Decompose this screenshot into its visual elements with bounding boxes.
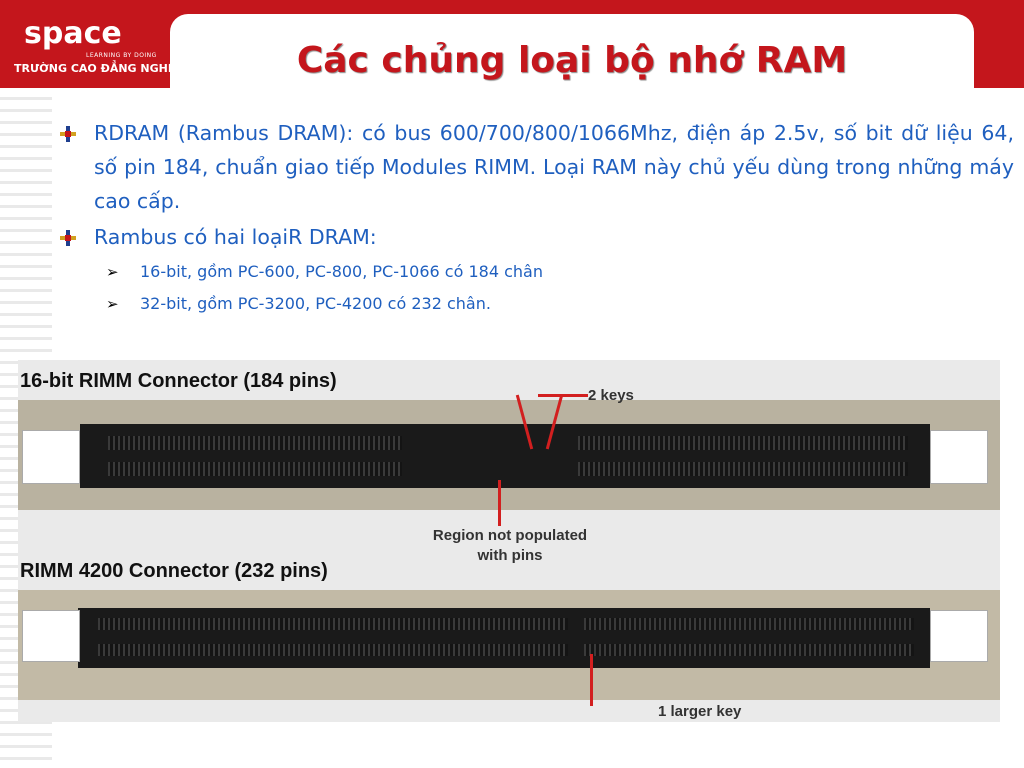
bullet-item: RDRAM (Rambus DRAM): có bus 600/700/800/… xyxy=(60,116,1014,218)
slide-content: RDRAM (Rambus DRAM): có bus 600/700/800/… xyxy=(60,116,1020,320)
region-callout: Region not populated with pins xyxy=(410,526,610,566)
sub-bullet-text: 32-bit, gồm PC-3200, PC-4200 có 232 chân… xyxy=(140,294,491,313)
title-box: Các chủng loại bộ nhớ RAM xyxy=(170,14,974,88)
bullet-icon xyxy=(60,126,76,142)
sub-bullet-text: 16-bit, gồm PC-600, PC-800, PC-1066 có 1… xyxy=(140,262,543,281)
pins-right-top xyxy=(578,436,908,450)
larger-key-arrow xyxy=(590,654,593,706)
pins-right-bottom xyxy=(578,462,908,476)
region-callout-line2: with pins xyxy=(477,547,543,564)
connector-clip-right-32 xyxy=(930,610,988,662)
pins-left-top xyxy=(108,436,402,450)
arrow-bullet-icon: ➢ xyxy=(106,295,119,313)
rimm-connector-photo: 16-bit RIMM Connector (184 pins) 2 keys … xyxy=(18,360,1000,722)
connector-clip-left xyxy=(22,430,80,484)
logo-tagline: LEARNING BY DOING xyxy=(86,52,157,59)
bullet-item: Rambus có hai loạiR DRAM: xyxy=(60,220,1014,254)
region-arrow-line xyxy=(498,480,501,526)
connector-clip-left-32 xyxy=(22,610,80,662)
region-callout-line1: Region not populated xyxy=(432,527,588,544)
logo-school-name: TRƯỜNG CAO ĐẲNG NGHỀ xyxy=(14,62,176,75)
slide-title: Các chủng loại bộ nhớ RAM xyxy=(296,40,848,81)
connector2-label: RIMM 4200 Connector (232 pins) xyxy=(20,560,328,582)
connector-16bit-slot xyxy=(80,424,930,488)
pins-left-bottom xyxy=(108,462,402,476)
pins-right-bottom-32 xyxy=(584,644,914,656)
connector-clip-right xyxy=(930,430,988,484)
logo-wordmark: space xyxy=(24,16,122,51)
larger-key-callout: 1 larger key xyxy=(658,703,742,720)
motherboard-16bit xyxy=(18,400,1000,510)
space-logo: space LEARNING BY DOING TRƯỜNG CAO ĐẲNG … xyxy=(2,2,175,86)
pins-right-top-32 xyxy=(584,618,914,630)
pins-left-bottom-32 xyxy=(98,644,568,656)
bullet-text: Rambus có hai loạiR DRAM: xyxy=(94,225,377,249)
slide-header: space LEARNING BY DOING TRƯỜNG CAO ĐẲNG … xyxy=(0,0,1024,88)
connector1-label: 16-bit RIMM Connector (184 pins) xyxy=(20,370,337,392)
motherboard-32bit xyxy=(18,590,1000,700)
arrow-bullet-icon: ➢ xyxy=(106,263,119,281)
bullet-icon xyxy=(60,230,76,246)
connector-32bit-slot xyxy=(78,608,930,668)
keys-callout: 2 keys xyxy=(588,387,634,404)
sub-bullet-item: ➢ 16-bit, gồm PC-600, PC-800, PC-1066 có… xyxy=(60,256,1020,288)
pins-left-top-32 xyxy=(98,618,568,630)
sub-bullet-item: ➢ 32-bit, gồm PC-3200, PC-4200 có 232 ch… xyxy=(60,288,1020,320)
bullet-text: RDRAM (Rambus DRAM): có bus 600/700/800/… xyxy=(94,121,1014,213)
